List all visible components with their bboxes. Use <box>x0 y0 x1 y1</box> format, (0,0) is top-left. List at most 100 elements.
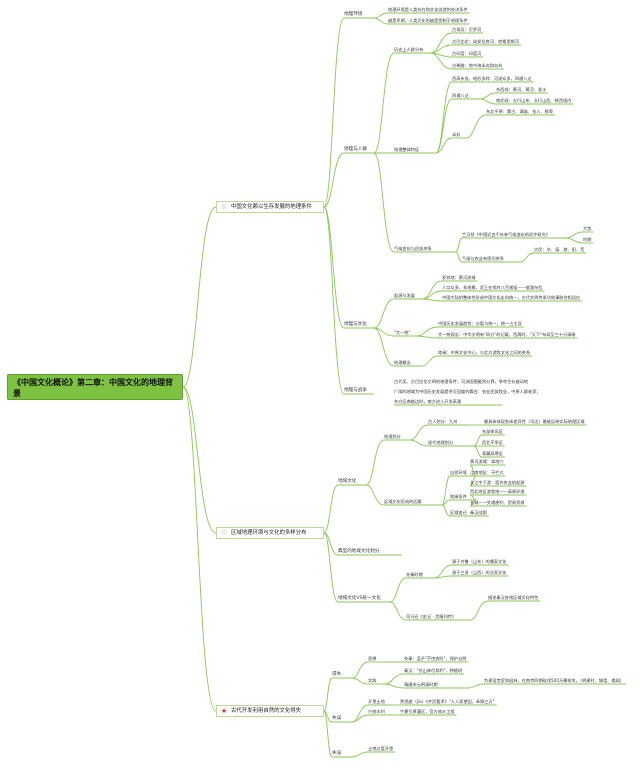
map-node-label[interactable]: 古人划分：九州 <box>428 419 458 424</box>
map-node-label[interactable]: 西北干旱区 <box>482 440 503 445</box>
connector-line <box>323 206 345 395</box>
map-node-label[interactable]: 青藏高寒区 <box>482 451 503 456</box>
map-node-label[interactable]: 气候与农业有密切关系 <box>462 256 504 261</box>
map-node-label[interactable]: 东部季风区 <box>482 429 503 434</box>
map-node-label[interactable]: 江南地区：干栏式 <box>470 470 504 475</box>
map-node-label[interactable]: 地域文化VS统一文化 <box>338 596 381 601</box>
map-node-label[interactable]: 宁夏引黄灌区，官方修水工程 <box>400 709 455 714</box>
map-node-label[interactable]: 实践 <box>368 678 377 683</box>
map-node-label[interactable]: 地缘条件 <box>450 494 467 499</box>
connector-line <box>415 326 439 337</box>
map-node-label[interactable]: 时期 <box>583 237 592 242</box>
map-node-label[interactable]: 越是早期，人类文化则越是受制于地理条件 <box>388 18 468 23</box>
map-node-label[interactable]: 气候变化与民族关系 <box>394 246 432 251</box>
map-node-label[interactable]: 半封 <box>452 132 461 137</box>
map-node-label[interactable]: 古印度：印度河 <box>452 51 482 56</box>
map-node-label[interactable]: 古巴比伦：幼发拉底河、底格里斯河 <box>452 39 520 44</box>
map-node-label[interactable]: 秦汉战国 <box>470 510 487 515</box>
connector-line <box>323 532 339 603</box>
root-topic[interactable]: 《中国文化概论》第二章：中国文化的地理背景 <box>7 374 183 400</box>
map-node-label[interactable]: 人口众多，多地聚，武王在伐纣八百诸侯——据我杂乱 <box>442 285 543 290</box>
map-node-label[interactable]: 地理概念 <box>394 360 411 365</box>
map-node-label[interactable]: 起源与发展 <box>394 293 415 298</box>
map-node-label[interactable]: 西北地区游牧地——高原环境 <box>470 489 525 494</box>
connector-line <box>565 231 584 239</box>
map-node-label[interactable]: "大一统" <box>394 330 411 335</box>
map-node-label[interactable]: 隋唐宋元明清时期 <box>404 682 438 687</box>
map-node-label[interactable]: 古希腊：地中海半岛和岛屿 <box>452 63 503 68</box>
map-node-label[interactable]: 灾民：辛、凛、旅、阳、荒 <box>534 247 585 252</box>
branch-topic[interactable]: ★古代开发利用自然的文化得失 <box>216 705 324 717</box>
map-node-label[interactable]: 南北线：太行山东、太行山西、陕西境内 <box>496 98 572 103</box>
map-node-label[interactable]: 地缘：中原文化中心，与北方游牧文化之间的关系 <box>438 350 531 355</box>
map-node-label[interactable]: 得失 <box>332 672 342 677</box>
map-node-label[interactable]: 历史上人群分布 <box>394 47 424 52</box>
map-node-label[interactable]: 先秦：孟子"不违农时"，保护自然 <box>404 656 467 661</box>
map-node-label[interactable]: 广阔的地域为中国历史发展提供可回旋的舞台：农业民族牧业，中原人群老家； <box>394 389 541 394</box>
connector-line <box>323 152 345 208</box>
map-node-label[interactable]: 中国历史发展趋势：分裂与统一，统一占主导 <box>438 321 522 326</box>
map-node-label[interactable]: 最具体体现各体差异性（司志）最能反映实际地理区域 <box>484 419 585 424</box>
branch-topic[interactable]: ♡区域地理环境与文化的多样分布 <box>216 527 324 539</box>
map-node-label[interactable]: 失误 <box>332 751 342 756</box>
map-node-label[interactable]: 区域变迁 <box>450 510 467 515</box>
connector-line <box>435 137 453 154</box>
map-node-label[interactable]: 源于三晋（山西）的法家文化 <box>452 570 507 575</box>
map-node-label[interactable]: 黄河流域：本地穴 <box>470 459 504 464</box>
branch-label: 中国文化赖以生存发展的地理条件 <box>231 204 312 210</box>
connector-line <box>373 152 395 253</box>
map-node-label[interactable]: 大一统观念：中华文明有"四方"的记载，西周时，"天下"布局至三十分清晰 <box>438 332 576 337</box>
map-node-label[interactable]: 地理与战争 <box>344 388 367 393</box>
map-node-label[interactable]: 描述秦汉各地区域文化特色 <box>488 595 539 600</box>
map-node-label[interactable]: 失误 <box>332 716 342 721</box>
map-node-label[interactable]: 长城——交通便利、贸易资源 <box>470 500 525 505</box>
connector-line <box>469 600 489 621</box>
connector-line <box>351 714 369 723</box>
map-node-label[interactable]: 司马迁《史记 · 货殖列传》 <box>406 614 457 619</box>
map-node-label[interactable]: 东北平原：蒙古、满族、金人、鲜卑 <box>486 109 554 114</box>
connector-line <box>323 677 333 712</box>
map-node-label[interactable]: 地域文化 <box>338 479 357 484</box>
connector-line <box>365 439 385 486</box>
map-node-label[interactable]: 长江中下游：稻作农业的起源 <box>470 480 525 485</box>
map-node-label[interactable]: 先秦时期 <box>406 572 423 577</box>
map-node-label[interactable]: 竺可桢《中国近五千年来气候变化的初步研究》 <box>462 232 550 237</box>
connector-line <box>351 704 369 723</box>
map-node-label[interactable]: 地理环境 <box>344 12 363 17</box>
map-node-label[interactable]: 大势 <box>583 226 592 231</box>
connector-line <box>421 280 443 300</box>
map-node-label[interactable]: 东方区南临边时，南方进入开发高潮 <box>394 399 462 404</box>
map-node-label[interactable]: 土地过度开垦 <box>368 746 394 751</box>
branch-topic[interactable]: ☆中国文化赖以生存发展的地理条件 <box>216 201 324 213</box>
map-node-label[interactable]: 地理与文化 <box>344 322 367 327</box>
map-node-label[interactable]: 地理环境是人类存在和文化创造的先决条件 <box>388 7 468 12</box>
connector-line <box>182 386 217 712</box>
map-node-label[interactable]: 中国大陆的整体性形成中国文化走向统一，古代文明传承功效事联合相适应 <box>442 295 581 300</box>
map-node-label[interactable]: 区域文化形成的因素 <box>384 499 422 504</box>
connector-line <box>323 710 333 723</box>
map-node-label[interactable]: 古代吴、古巴比伦文明的地理条件；河流国围截然分界，争夺生存被动地 <box>394 379 529 384</box>
map-node-label[interactable]: 典型的地域文化划分 <box>338 549 380 554</box>
connector-line <box>323 484 339 534</box>
map-node-label[interactable]: 古埃及：尼罗河 <box>452 27 482 32</box>
map-node-label[interactable]: 源于齐鲁（山东）的儒家文化 <box>452 559 507 564</box>
map-node-label[interactable]: 自然环境 <box>450 470 467 475</box>
map-node-label[interactable]: 四通八达 <box>452 93 469 98</box>
map-node-label[interactable]: 现代地理划分 <box>428 440 454 445</box>
map-node-label[interactable]: 秦汉："仿山林尽其利"，种植树 <box>404 668 463 673</box>
map-node-label[interactable]: 地理与人群 <box>344 147 367 152</box>
map-node-label[interactable]: 发祥地：黄河流域 <box>442 275 476 280</box>
star-outline-icon: ☆ <box>220 203 228 211</box>
map-node-label[interactable]: 开垦土地 <box>368 699 385 704</box>
map-node-label[interactable]: 思想 <box>368 656 377 661</box>
map-node-label[interactable]: 东西线：黄河、黄河、淮水 <box>496 87 547 92</box>
heart-outline-icon: ♡ <box>220 529 228 537</box>
map-node-label[interactable]: 地理划分 <box>384 434 401 439</box>
connector-line <box>429 52 453 70</box>
connector-line <box>323 710 333 758</box>
map-node-label[interactable]: 兴修水利 <box>368 709 385 714</box>
map-node-label[interactable]: 西高东低，地形多样：河流众多，四通八达 <box>452 76 532 81</box>
map-node-label[interactable]: 贾思勰（jia）《齐民要术》"人人家望田，禾嫁三万" <box>400 699 495 704</box>
map-node-label[interactable]: 为建设宫室和园林，在南京四期砍伐500万棵树木。（明建村、城墙、楼阁） <box>484 678 624 683</box>
map-node-label[interactable]: 地理整体特征 <box>394 147 420 152</box>
